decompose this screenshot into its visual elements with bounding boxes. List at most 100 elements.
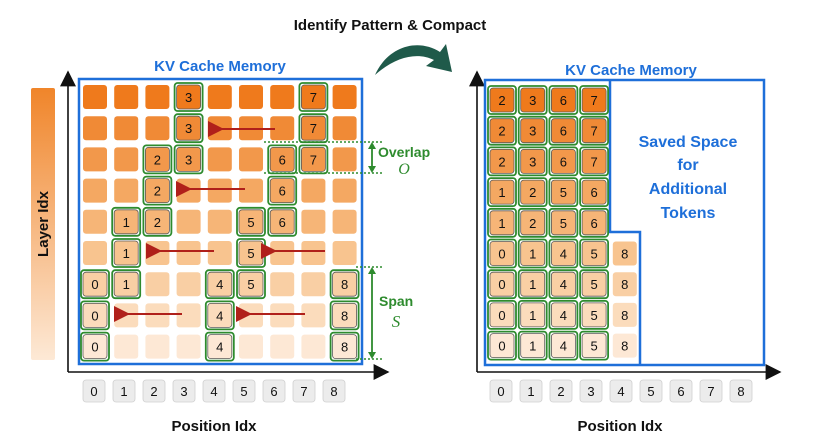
position-tick-box xyxy=(322,379,346,403)
kv-cell xyxy=(301,272,326,297)
kv-cell-index: 0 xyxy=(91,340,98,355)
kv-cell-compacted xyxy=(520,118,546,144)
kv-cell-selected xyxy=(207,334,233,360)
kv-cell xyxy=(207,209,232,234)
kv-cell-compacted xyxy=(520,302,546,328)
kv-cell-selected xyxy=(82,271,108,297)
kv-cell-compacted xyxy=(612,333,637,358)
kv-cell-index: 7 xyxy=(310,152,317,167)
kv-cell-compacted xyxy=(551,118,576,144)
kv-cell xyxy=(270,85,295,109)
kv-cell-compacted xyxy=(581,241,607,266)
position-tick-box xyxy=(202,379,226,403)
kv-cell-index: 6 xyxy=(560,154,567,169)
kv-cell-compacted xyxy=(489,210,515,236)
kv-cell-index: 1 xyxy=(529,277,536,292)
position-tick-box xyxy=(172,379,196,403)
kv-cell xyxy=(239,303,263,328)
kv-cell-compacted xyxy=(581,302,607,328)
kv-cell-compacted xyxy=(581,271,607,297)
kv-cell-index: 2 xyxy=(498,124,505,139)
kv-cell-compacted xyxy=(520,179,546,205)
kv-cell-selected xyxy=(113,240,139,266)
kv-cell-compacted xyxy=(520,333,546,359)
kv-cell xyxy=(145,303,170,328)
position-tick-label: 2 xyxy=(557,384,564,399)
compaction-arrows xyxy=(114,121,325,322)
kv-cell-compacted xyxy=(581,148,607,174)
kv-cell-compacted xyxy=(520,148,546,174)
kv-cell-index: 6 xyxy=(590,185,597,200)
kv-cell xyxy=(332,116,357,141)
kv-cell-compacted xyxy=(551,179,576,205)
kv-cell xyxy=(239,334,263,359)
position-tick-box xyxy=(519,379,543,403)
kv-cell-index: 4 xyxy=(216,308,223,323)
kv-cell xyxy=(239,147,263,172)
kv-cell-index: 2 xyxy=(498,93,505,108)
span-annotation: Span S xyxy=(356,266,413,360)
kv-cell xyxy=(83,147,107,172)
kv-cell xyxy=(270,241,295,265)
overlap-label: Overlap xyxy=(378,144,430,160)
kv-cell xyxy=(301,303,326,328)
kv-cell-selected xyxy=(144,146,170,172)
kv-cell-index: 1 xyxy=(123,215,130,230)
kv-cell-compacted xyxy=(489,148,515,174)
overlap-arrowhead xyxy=(368,166,376,173)
saved-space-border xyxy=(608,80,642,365)
kv-cell xyxy=(207,241,232,265)
kv-cell-index: 4 xyxy=(216,340,223,355)
header-title: Identify Pattern & Compact xyxy=(294,17,487,34)
position-tick-label: 6 xyxy=(270,384,277,399)
right-memory-title: KV Cache Memory xyxy=(565,62,697,79)
kv-cell xyxy=(114,116,139,141)
kv-cell-compacted xyxy=(581,179,607,205)
kv-cell-index: 2 xyxy=(154,184,161,199)
kv-cell xyxy=(145,241,170,265)
kv-cell-index: 4 xyxy=(560,277,567,292)
saved-space-line: Additional xyxy=(649,181,727,198)
position-tick-box xyxy=(292,379,316,403)
position-tick-label: 8 xyxy=(330,384,337,399)
kv-cell-index: 0 xyxy=(498,308,505,323)
position-tick-box xyxy=(112,379,136,403)
left-memory-title: KV Cache Memory xyxy=(154,58,286,75)
position-tick-box xyxy=(142,379,166,403)
kv-cell-index: 0 xyxy=(498,339,505,354)
saved-space-label: Saved Space for Additional Tokens xyxy=(639,134,738,222)
kv-cell-index: 1 xyxy=(529,308,536,323)
kv-cell-selected xyxy=(238,209,264,235)
kv-cell-compacted xyxy=(551,241,576,266)
kv-cell-index: 4 xyxy=(560,308,567,323)
kv-cell-index: 5 xyxy=(590,308,597,323)
kv-cell-index: 5 xyxy=(590,339,597,354)
position-tick-label: 0 xyxy=(497,384,504,399)
saved-space-line: for xyxy=(677,157,698,174)
kv-cell-selected xyxy=(332,271,358,297)
kv-cell-compacted xyxy=(489,118,515,144)
kv-cell-compacted xyxy=(551,302,576,328)
kv-cell-index: 1 xyxy=(123,277,130,292)
kv-cell-index: 5 xyxy=(590,247,597,262)
kv-cell-selected xyxy=(269,146,295,172)
kv-cell-index: 0 xyxy=(498,247,505,262)
position-tick-label: 5 xyxy=(240,384,247,399)
kv-cell-compacted xyxy=(551,87,576,113)
span-label: Span xyxy=(379,293,413,309)
kv-cell-index: 8 xyxy=(341,308,348,323)
kv-cell-selected xyxy=(113,271,139,297)
position-tick-label: 8 xyxy=(737,384,744,399)
kv-cell-selected xyxy=(207,302,233,328)
kv-cell-index: 8 xyxy=(341,340,348,355)
kv-cell-selected xyxy=(82,334,108,360)
kv-cell-index: 1 xyxy=(498,216,505,231)
kv-cell xyxy=(114,303,139,328)
kv-cell-index: 4 xyxy=(216,277,223,292)
kv-cell-compacted xyxy=(489,179,515,205)
kv-cell-index: 1 xyxy=(123,246,130,261)
kv-cell xyxy=(270,303,295,328)
